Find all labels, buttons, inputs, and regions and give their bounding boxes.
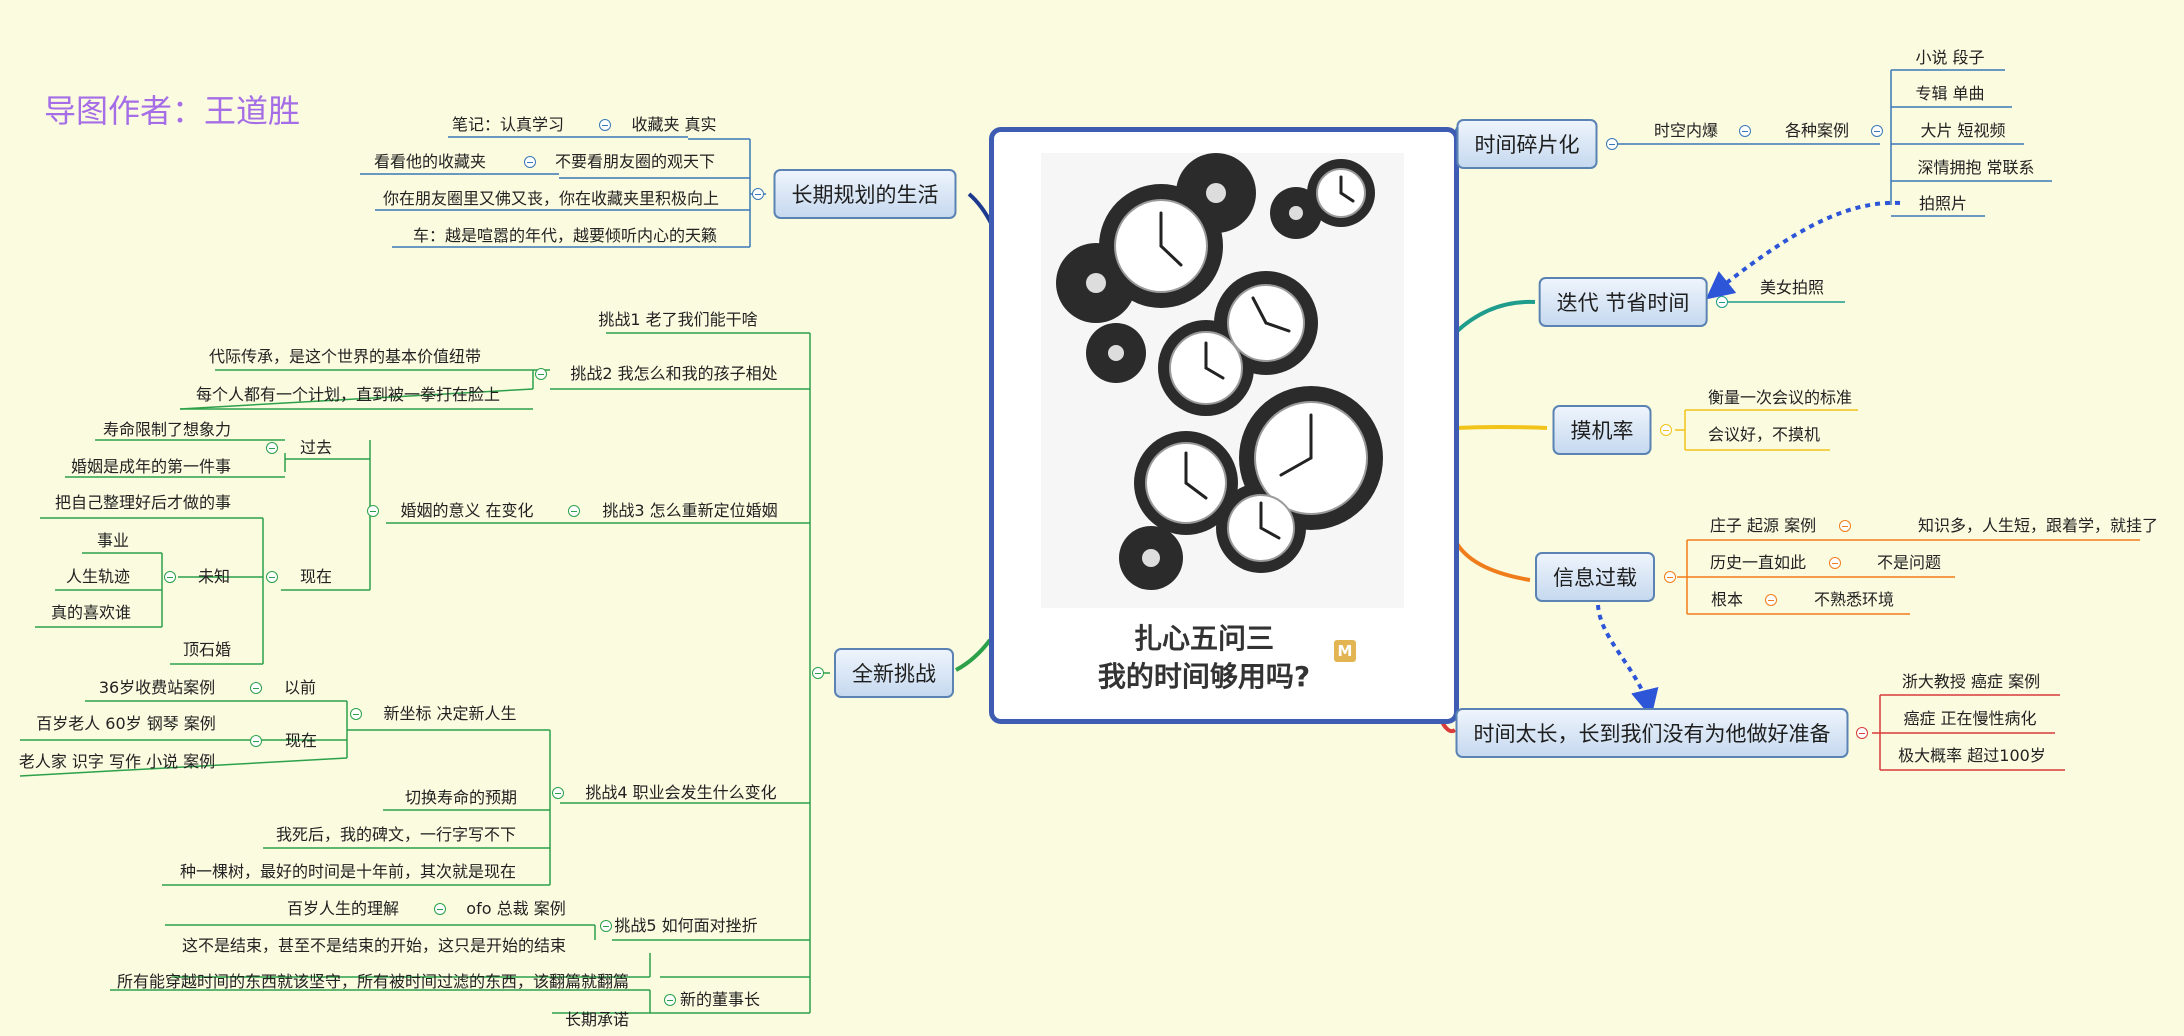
- topic-switch-expectation[interactable]: 切换寿命的预期: [404, 788, 518, 807]
- topic-centenarian[interactable]: 百岁人生的理解: [286, 899, 400, 918]
- topic-favorites-real[interactable]: 收藏夹 真实: [631, 115, 717, 134]
- topic-zju-cancer[interactable]: 浙大教授 癌症 案例: [1901, 672, 2041, 691]
- topic-take-photos[interactable]: 拍照片: [1918, 194, 1968, 213]
- collapse-toggle[interactable]: [599, 119, 611, 131]
- topic-no-moments[interactable]: 不要看朋友圈的观天下: [554, 152, 716, 171]
- collapse-toggle[interactable]: [600, 920, 612, 932]
- collapse-toggle[interactable]: [1664, 571, 1676, 583]
- collapse-toggle[interactable]: [1871, 125, 1883, 137]
- collapse-toggle[interactable]: [1739, 125, 1751, 137]
- collapse-toggle[interactable]: [535, 368, 547, 380]
- central-title-line2: 我的时间够用吗?: [1097, 660, 1311, 693]
- topic-after-self[interactable]: 把自己整理好后才做的事: [54, 493, 232, 512]
- topic-cancer-chronic[interactable]: 癌症 正在慢性病化: [1903, 709, 2037, 728]
- topic-hug-contact[interactable]: 深情拥抱 常联系: [1917, 158, 2035, 177]
- topic-new-chairman[interactable]: 新的董事长: [679, 990, 761, 1009]
- topic-epitaph[interactable]: 我死后，我的碑文，一行字写不下: [275, 825, 517, 844]
- collapse-toggle[interactable]: [752, 188, 764, 200]
- node-info-overload[interactable]: 信息过载: [1535, 552, 1655, 602]
- topic-writing-case[interactable]: 老人家 识字 写作 小说 案例: [18, 752, 216, 771]
- collapse-toggle[interactable]: [1829, 557, 1841, 569]
- collapse-toggle[interactable]: [1660, 424, 1672, 436]
- topic-challenge-1[interactable]: 挑战1 老了我们能干啥: [598, 310, 758, 329]
- topic-first-adult-thing[interactable]: 婚姻是成年的第一件事: [70, 457, 232, 476]
- collapse-toggle[interactable]: [1765, 594, 1777, 606]
- author-label: 导图作者：王道胜: [44, 92, 301, 130]
- topic-who-love[interactable]: 真的喜欢谁: [50, 603, 132, 622]
- topic-life-path[interactable]: 人生轨迹: [65, 567, 131, 586]
- topic-long-commitment[interactable]: 长期承诺: [564, 1010, 630, 1029]
- node-time-too-long[interactable]: 时间太长，长到我们没有为他做好准备: [1455, 708, 1849, 758]
- collapse-toggle[interactable]: [524, 156, 536, 168]
- collapse-toggle[interactable]: [552, 787, 564, 799]
- topic-over-100[interactable]: 极大概率 超过100岁: [1898, 746, 2046, 765]
- node-iteration[interactable]: 迭代 节省时间: [1538, 277, 1708, 327]
- topic-moments-vs-favorites[interactable]: 你在朋友圈里又佛又丧，你在收藏夹里积极向上: [382, 189, 720, 208]
- node-phone-rate[interactable]: 摸机率: [1552, 405, 1652, 455]
- topic-unknown[interactable]: 未知: [197, 567, 231, 586]
- topic-challenge-3[interactable]: 挑战3 怎么重新定位婚姻: [602, 501, 778, 520]
- topic-piano-case[interactable]: 百岁老人 60岁 钢琴 案例: [36, 714, 216, 733]
- collapse-toggle[interactable]: [1856, 727, 1868, 739]
- topic-challenge-4[interactable]: 挑战4 职业会发生什么变化: [585, 783, 777, 802]
- node-long-term-planning[interactable]: 长期规划的生活: [773, 169, 957, 219]
- topic-beauty-photo[interactable]: 美女拍照: [1759, 278, 1825, 297]
- collapse-toggle[interactable]: [250, 682, 262, 694]
- topic-challenge-2[interactable]: 挑战2 我怎么和我的孩子相处: [570, 364, 778, 383]
- collapse-toggle[interactable]: [164, 571, 176, 583]
- topic-end-of-beginning[interactable]: 这不是结束，甚至不是结束的开始，这只是开始的结束: [181, 936, 567, 955]
- topic-plant-tree[interactable]: 种一棵树，最好的时间是十年前，其次就是现在: [179, 862, 517, 881]
- topic-ofo-case[interactable]: ofo 总裁 案例: [466, 899, 566, 918]
- collapse-toggle[interactable]: [350, 708, 362, 720]
- topic-good-meeting[interactable]: 会议好，不摸机: [1707, 425, 1821, 444]
- topic-career[interactable]: 事业: [96, 531, 130, 550]
- collapse-toggle[interactable]: [1606, 138, 1618, 150]
- topic-new-coordinate[interactable]: 新坐标 决定新人生: [383, 704, 517, 723]
- topic-inheritance[interactable]: 代际传承，是这个世界的基本价值纽带: [208, 347, 482, 366]
- topic-zhuangzi[interactable]: 庄子 起源 案例: [1709, 516, 1817, 535]
- collapse-toggle[interactable]: [664, 994, 676, 1006]
- collapse-toggle[interactable]: [568, 505, 580, 517]
- node-new-challenges[interactable]: 全新挑战: [834, 648, 954, 698]
- topic-listen-heart[interactable]: 车：越是喧嚣的年代，越要倾听内心的天籁: [412, 226, 718, 245]
- collapse-toggle[interactable]: [266, 571, 278, 583]
- collapse-toggle[interactable]: [250, 735, 262, 747]
- topic-now-2[interactable]: 现在: [284, 731, 318, 750]
- topic-movie-short[interactable]: 大片 短视频: [1920, 121, 2006, 140]
- topic-cases[interactable]: 各种案例: [1784, 121, 1850, 140]
- topic-marriage-meaning[interactable]: 婚姻的意义 在变化: [400, 501, 534, 520]
- topic-lifespan-limit[interactable]: 寿命限制了想象力: [102, 420, 232, 439]
- topic-plan-punch[interactable]: 每个人都有一个计划，直到被一拳打在脸上: [195, 385, 501, 404]
- topic-always-history[interactable]: 历史一直如此: [1709, 553, 1807, 572]
- topic-unfamiliar-env[interactable]: 不熟悉环境: [1813, 590, 1895, 609]
- topic-knowledge-life[interactable]: 知识多，人生短，跟着学，就挂了: [1917, 516, 2159, 535]
- topic-toll-station[interactable]: 36岁收费站案例: [98, 678, 216, 697]
- topic-capstone-marriage[interactable]: 顶石婚: [182, 640, 232, 659]
- topic-challenge-5[interactable]: 挑战5 如何面对挫折: [614, 916, 758, 935]
- topic-implosion[interactable]: 时空内爆: [1653, 121, 1719, 140]
- gears-clock-image: [1041, 153, 1404, 608]
- topic-notes[interactable]: 笔记：认真学习: [451, 115, 565, 134]
- topic-now[interactable]: 现在: [299, 567, 333, 586]
- topic-not-problem[interactable]: 不是问题: [1876, 553, 1942, 572]
- topic-root[interactable]: 根本: [1710, 590, 1744, 609]
- collapse-toggle[interactable]: [434, 903, 446, 915]
- marker-badge: M: [1334, 640, 1356, 662]
- topic-see-favorites[interactable]: 看看他的收藏夹: [373, 152, 487, 171]
- collapse-toggle[interactable]: [1839, 520, 1851, 532]
- collapse-toggle[interactable]: [812, 667, 824, 679]
- topic-album-single[interactable]: 专辑 单曲: [1915, 84, 1985, 103]
- topic-novel-jokes[interactable]: 小说 段子: [1915, 48, 1985, 67]
- topic-time-filter[interactable]: 所有能穿越时间的东西就该坚守，所有被时间过滤的东西，该翻篇就翻篇: [116, 972, 630, 991]
- topic-meeting-standard[interactable]: 衡量一次会议的标准: [1707, 388, 1853, 407]
- central-title-line1: 扎心五问三: [1133, 622, 1275, 655]
- collapse-toggle[interactable]: [1716, 296, 1728, 308]
- node-time-fragmentation[interactable]: 时间碎片化: [1456, 119, 1598, 169]
- topic-before[interactable]: 以前: [283, 678, 317, 697]
- collapse-toggle[interactable]: [367, 505, 379, 517]
- collapse-toggle[interactable]: [266, 442, 278, 454]
- topic-past[interactable]: 过去: [299, 438, 333, 457]
